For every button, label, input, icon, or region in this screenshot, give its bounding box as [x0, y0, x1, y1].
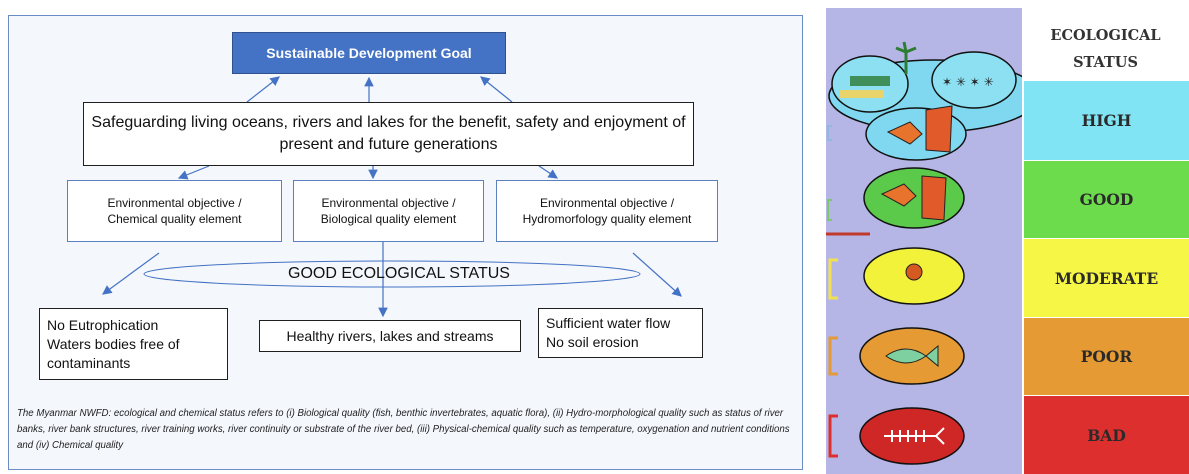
tier-high: HIGH — [1024, 81, 1189, 160]
arrow-to-goal-left — [246, 76, 280, 103]
fish-skeleton-icon — [884, 427, 945, 445]
bracket-icon — [827, 199, 832, 221]
tier-moderate: MODERATE — [1024, 239, 1189, 317]
tier-bad: BAD — [1024, 396, 1189, 474]
outcome-3-line2: No soil erosion — [546, 334, 639, 350]
riverbank-icon — [850, 76, 890, 86]
objective-chemical-box: Environmental objective / Chemical qualit… — [67, 180, 282, 242]
invertebrates-icon: ✶ ✳ ✶ ✳ — [942, 75, 994, 89]
objective-biological-line2: Biological quality element — [320, 212, 457, 226]
tier-moderate-label: MODERATE — [1054, 268, 1159, 288]
arrow-to-outcome-3 — [632, 252, 682, 297]
arrow-to-goal-right — [480, 76, 513, 103]
sdg-diagram: Sustainable Development Goal Safeguardin… — [8, 15, 803, 470]
good-fish-icon — [880, 183, 917, 207]
goal-label: Sustainable Development Goal — [266, 45, 472, 61]
moderate-organism-icon — [905, 263, 923, 281]
status-title-line2: STATUS — [1073, 54, 1138, 71]
poor-fish-icon — [885, 344, 939, 368]
mission-box: Safeguarding living oceans, rivers and l… — [83, 102, 694, 166]
objective-biological-line1: Environmental objective / — [321, 196, 456, 210]
goal-box: Sustainable Development Goal — [232, 32, 506, 74]
footnote-text: The Myanmar NWFD: ecological and chemica… — [17, 408, 790, 451]
mission-text: Safeguarding living oceans, rivers and l… — [91, 114, 686, 153]
ecological-status-scale: ✶ ✳ ✶ ✳ ECOLOGICAL STATUS HIGH GOOD MODE… — [826, 8, 1189, 474]
good-macrophyte-icon — [921, 175, 947, 221]
palm-tree-icon — [895, 41, 917, 74]
status-scale-title: ECOLOGICAL STATUS — [1022, 22, 1189, 76]
macrophyte-icon — [925, 105, 953, 153]
arrow-to-outcome-1 — [102, 252, 160, 295]
outcome-biological-box: Healthy rivers, lakes and streams — [259, 320, 521, 352]
bracket-icon — [827, 125, 832, 141]
bracket-icon — [828, 258, 838, 300]
bracket-icon — [828, 414, 838, 458]
outcome-2-line1: Healthy rivers, lakes and streams — [286, 327, 494, 344]
objective-chemical-line1: Environmental objective / — [107, 196, 242, 210]
objective-hydro-line1: Environmental objective / — [539, 196, 675, 210]
arrow-to-chem — [177, 165, 210, 180]
tier-high-label: HIGH — [1081, 111, 1132, 130]
sand-icon — [840, 90, 884, 98]
tier-poor-label: POOR — [1080, 347, 1133, 366]
tier-poor: POOR — [1024, 318, 1189, 395]
arrow-to-hydro — [538, 165, 558, 179]
tier-good-label: GOOD — [1079, 190, 1134, 209]
diagram-arrows — [102, 76, 682, 318]
objective-hydromorphology-box: Environmental objective / Hydromorfology … — [496, 180, 718, 242]
objective-hydro-line2: Hydromorfology quality element — [522, 212, 692, 226]
status-title-line1: ECOLOGICAL — [1050, 27, 1161, 44]
objective-biological-box: Environmental objective / Biological qual… — [293, 180, 484, 242]
tier-good: GOOD — [1024, 161, 1189, 238]
outcome-1-line1: No Eutrophication — [47, 316, 159, 333]
outcome-3-line1: Sufficient water flow — [546, 315, 671, 331]
good-ecological-status-label: GOOD ECOLOGICAL STATUS — [288, 265, 510, 282]
outcome-1-line2: Waters bodies free of — [47, 335, 180, 352]
high-fish-icon — [886, 121, 923, 145]
objective-chemical-line2: Chemical quality element — [107, 212, 242, 226]
bracket-icon — [828, 336, 838, 376]
ecosystem-illustrations: ✶ ✳ ✶ ✳ — [826, 41, 1022, 465]
outcome-hydro-box: Sufficient water flow No soil erosion — [538, 308, 703, 358]
outcome-1-line3: contaminants — [47, 354, 131, 371]
invertebrates-ellipse-icon — [931, 51, 1017, 109]
tier-bad-label: BAD — [1087, 425, 1126, 445]
